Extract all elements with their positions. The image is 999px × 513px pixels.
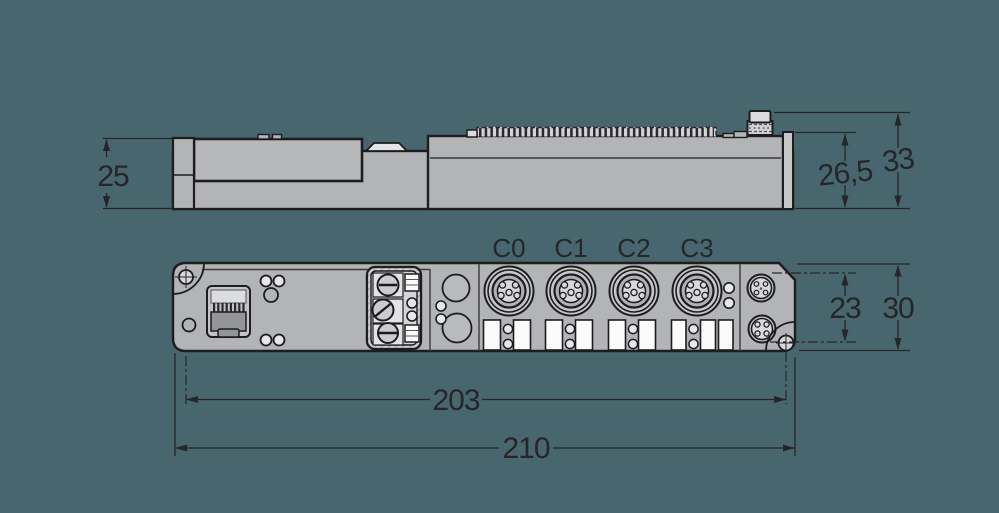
dim-210-label: 210: [502, 432, 549, 465]
side-nub-1: [257, 133, 270, 140]
mount-screw-bottomright: [776, 333, 795, 352]
side-profile-view: 25 26,5 33: [97, 110, 916, 211]
mount-ear-bottomright: [765, 321, 796, 352]
connector-label-c3: C3: [680, 233, 713, 263]
side-end-cap: [782, 131, 794, 210]
terminal-screw-1: [376, 273, 400, 297]
dim-25: 25: [97, 137, 173, 210]
terminal-slot-top: [404, 273, 420, 292]
m12-connector-c0: [483, 265, 535, 317]
front-view: C0 C1 C2 C3: [171, 233, 915, 465]
channel-windows-c3: [670, 319, 734, 351]
dim-33: 33: [774, 111, 916, 208]
channel-windows-c2: [607, 319, 657, 351]
side-raised-block: [192, 137, 364, 183]
side-left-column: [171, 136, 196, 211]
m12-connector-c1: [545, 265, 597, 317]
rj45-port: [206, 285, 251, 338]
knockout-top: [441, 273, 471, 303]
terminal-led-1: [406, 297, 418, 309]
side-tab-1: [722, 132, 735, 139]
m12-connector-c3: [671, 265, 723, 317]
mount-ear-topleft: [172, 262, 205, 295]
front-hole-left: [181, 317, 197, 333]
dim-25-label: 25: [97, 160, 129, 193]
connector-label-c2: C2: [617, 233, 650, 263]
dim-23-label: 23: [829, 292, 861, 325]
terminal-slot-bottom: [404, 324, 420, 343]
side-trapezoid-bump: [363, 142, 410, 152]
led-mid-1: [435, 300, 447, 312]
dim-26-5-label: 26,5: [816, 154, 874, 193]
side-strip-clip: [466, 129, 478, 138]
terminal-screw-3: [377, 322, 399, 344]
mount-screw-topleft: [175, 266, 197, 288]
side-body-right-block: [426, 134, 785, 211]
terminal-led-2: [406, 310, 418, 322]
side-m8-knob: [746, 110, 774, 136]
dim-210: 210: [174, 353, 796, 465]
dim-23: 23: [829, 273, 862, 342]
led-m8-1: [722, 281, 735, 294]
led-mid-2: [435, 313, 447, 325]
terminal-screw-2: [371, 298, 395, 322]
led-m8-2: [722, 296, 735, 309]
channel-windows-c0: [482, 319, 532, 351]
dim-30-label: 30: [882, 292, 914, 325]
side-tab-2: [733, 130, 748, 139]
power-terminal-block: [365, 265, 423, 351]
dim-30: 30: [797, 263, 915, 352]
m12-connector-c2: [608, 265, 660, 317]
dim-203-label: 203: [432, 384, 479, 417]
connector-label-c1: C1: [554, 233, 587, 263]
m8-connector-top: [746, 273, 776, 303]
channel-windows-c1: [544, 319, 594, 351]
dim-33-label: 33: [880, 142, 916, 179]
knockout-bottom: [441, 312, 473, 344]
side-serrated-strip: [476, 126, 717, 137]
connector-label-c0: C0: [492, 233, 525, 263]
dim-203: 203: [186, 384, 786, 417]
dim-26-5: 26,5: [795, 131, 910, 210]
led-group-left: [259, 274, 286, 347]
side-nub-2: [271, 133, 283, 140]
m8-connector-bottom: [747, 314, 777, 344]
